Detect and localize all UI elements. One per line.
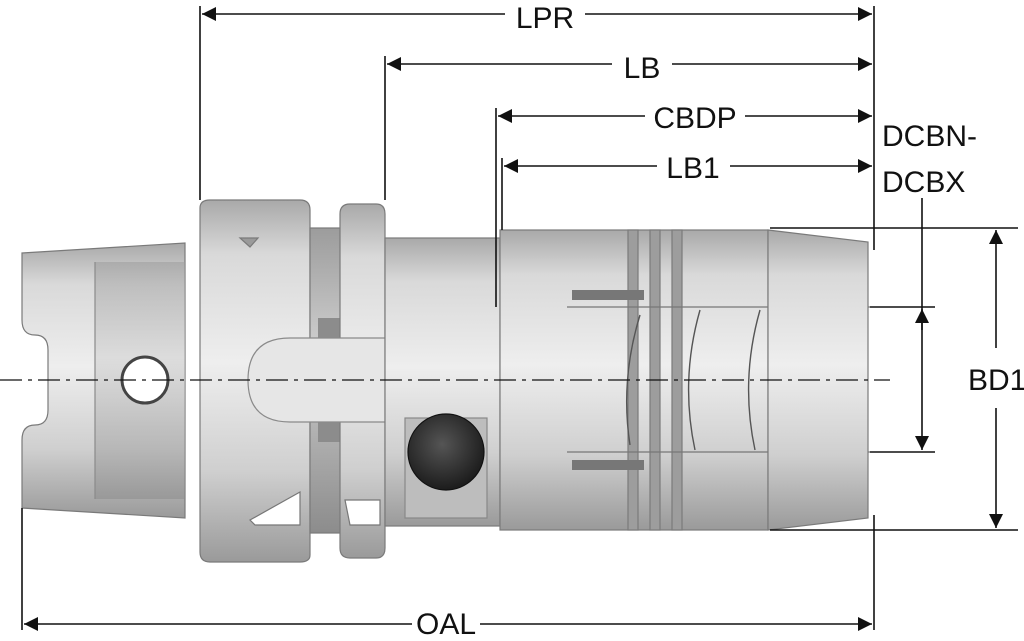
label-cbdp: CBDP: [653, 102, 736, 135]
tool-body: [21, 199, 870, 563]
coolant-plug: [407, 413, 485, 491]
flange-slot: [249, 490, 301, 526]
internal-slot-top: [572, 290, 644, 300]
label-dcbx: DCBX: [882, 166, 965, 199]
label-lb: LB: [624, 52, 661, 85]
dimension-lines: [21, 6, 1018, 631]
label-bd1: BD1: [968, 364, 1024, 397]
label-dcbn: DCBN-: [882, 120, 977, 153]
label-oal: OAL: [416, 608, 476, 636]
label-lb1: LB1: [666, 152, 719, 185]
flange-notch: [238, 237, 260, 248]
collar-slot: [344, 499, 381, 526]
internal-slot-bottom: [572, 460, 644, 470]
label-lpr: LPR: [516, 2, 574, 35]
